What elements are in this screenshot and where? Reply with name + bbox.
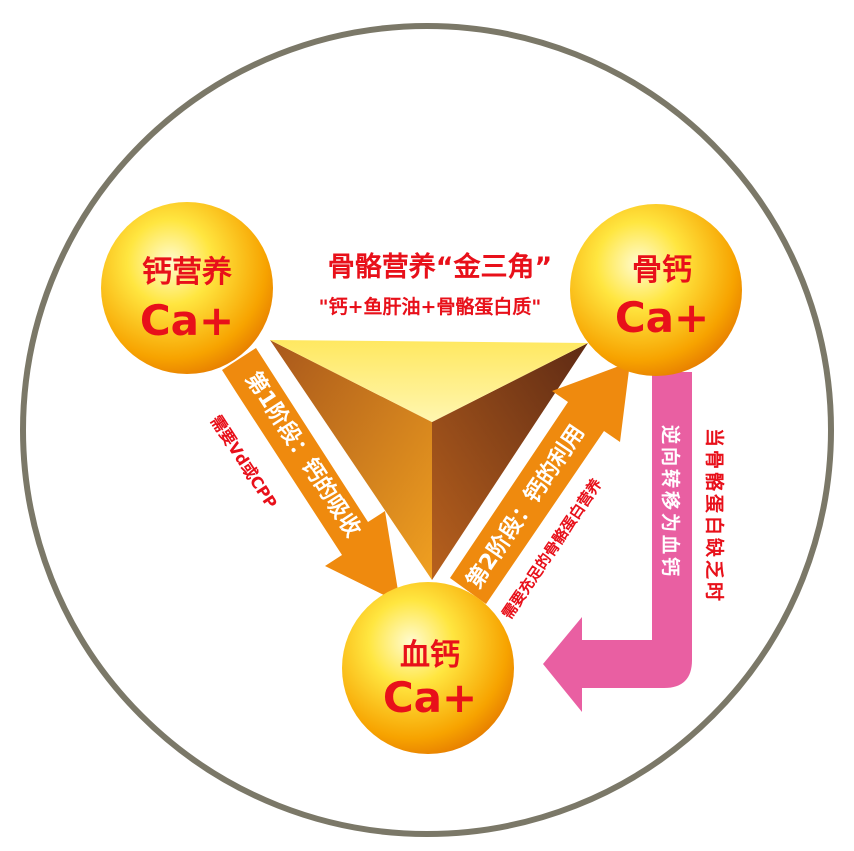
node-left-formula: Ca+ bbox=[140, 296, 234, 345]
node-bottom-formula: Ca+ bbox=[383, 673, 477, 722]
node-right-name: 骨钙 bbox=[632, 253, 692, 288]
reverse-label: 逆向转移为血钙 bbox=[659, 425, 682, 579]
node-left-name: 钙营养 bbox=[142, 255, 232, 290]
diagram-title: 骨骼营养“金三角” bbox=[328, 251, 553, 283]
diagram-subtitle: "钙+鱼肝油+骨骼蛋白质" bbox=[319, 295, 542, 318]
node-bone-calcium: 骨钙 Ca+ bbox=[570, 204, 742, 376]
node-calcium-nutrition: 钙营养 Ca+ bbox=[101, 202, 273, 374]
node-bottom-name: 血钙 bbox=[400, 638, 460, 673]
reverse-note: 当骨骼蛋白缺乏时 bbox=[703, 428, 726, 604]
node-blood-calcium: 血钙 Ca+ bbox=[342, 582, 514, 754]
golden-triangle bbox=[270, 340, 588, 580]
reverse-arrow: 逆向转移为血钙 当骨骼蛋白缺乏时 bbox=[543, 372, 726, 712]
node-right-formula: Ca+ bbox=[615, 293, 709, 342]
